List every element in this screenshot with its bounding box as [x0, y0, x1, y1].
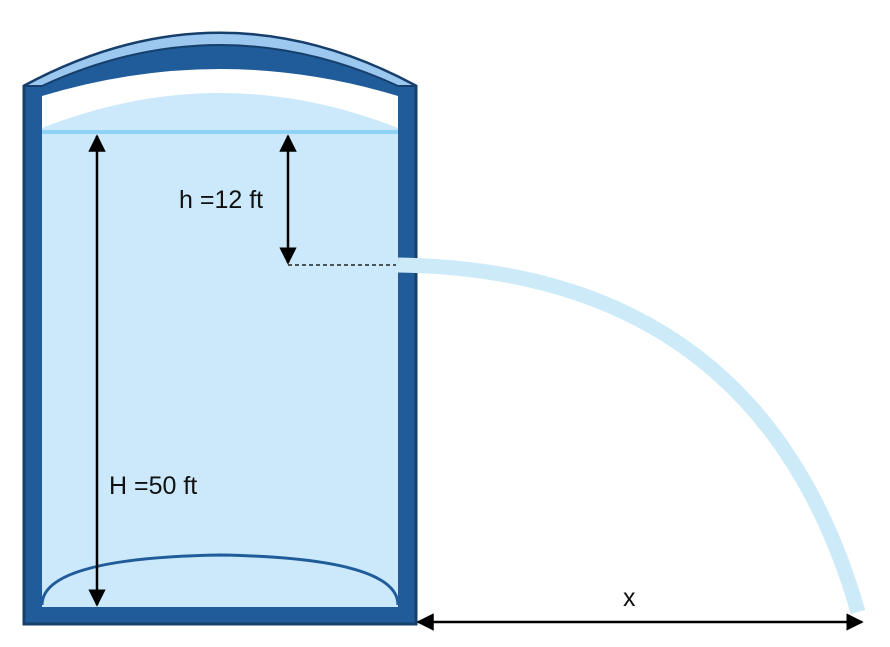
water-body	[42, 93, 398, 607]
x-label: x	[623, 584, 636, 612]
H-label: H =50 ft	[109, 472, 197, 500]
water	[40, 93, 400, 607]
h-label: h =12 ft	[179, 186, 263, 214]
tank-bottom-ellipse	[40, 553, 400, 606]
tank-rim-highlight	[23, 32, 417, 87]
water-jet	[397, 257, 866, 615]
